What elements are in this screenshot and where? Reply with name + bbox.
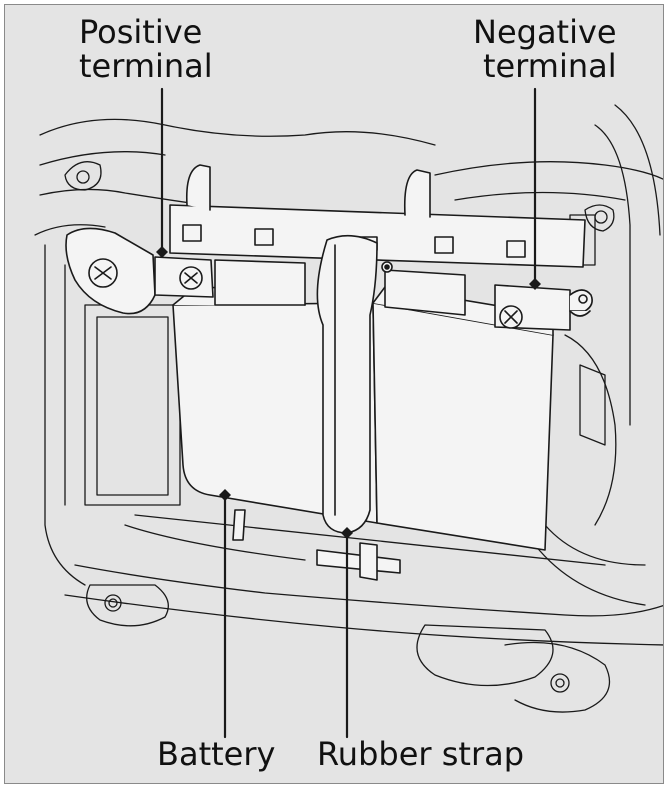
negative-marker (529, 278, 541, 290)
battery-marker (219, 489, 231, 501)
positive-terminal-label: Positive terminal (79, 13, 213, 85)
battery-bracket (169, 164, 586, 268)
rubber-strap (316, 234, 393, 534)
negative-terminal-label: Negative terminal (473, 13, 617, 85)
lower-connector (232, 509, 401, 581)
negative-terminal-assembly (494, 284, 593, 331)
positive-marker (156, 246, 168, 258)
leader-markers (156, 246, 541, 539)
diagram-frame: Positive terminal Negative terminal Batt… (4, 4, 664, 784)
motorcycle-frame-lines (34, 104, 663, 713)
battery-label: Battery (157, 735, 276, 773)
rubber-strap-label: Rubber strap (317, 735, 525, 773)
strap-marker (341, 527, 353, 539)
leader-lines (160, 87, 537, 739)
battery-illustration (34, 87, 663, 739)
positive-terminal-assembly (65, 227, 214, 315)
